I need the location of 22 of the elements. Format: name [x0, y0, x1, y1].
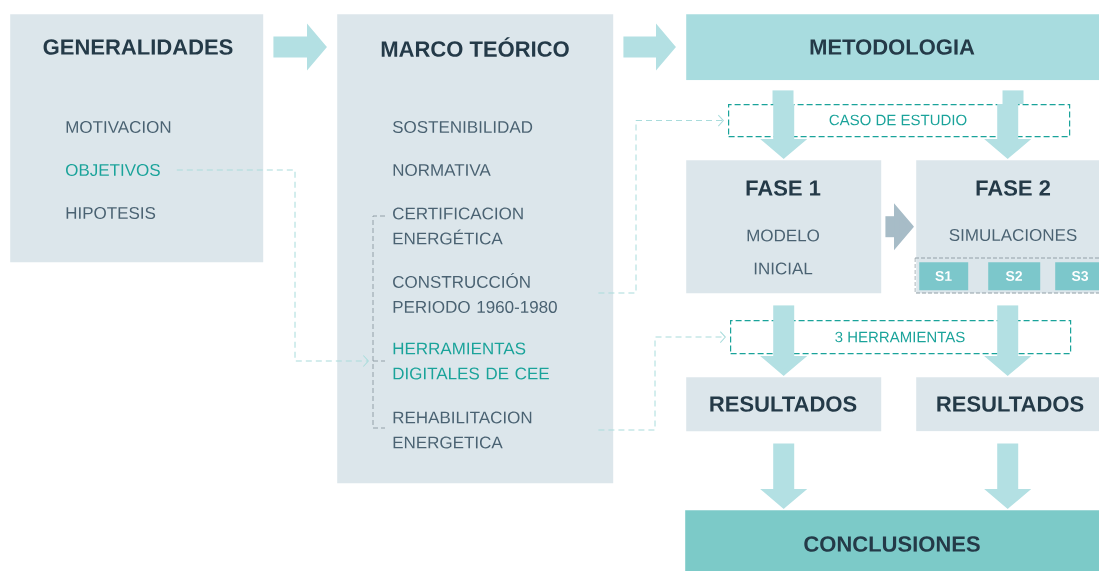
list-item: NORMATIVA — [393, 164, 491, 177]
dashed-box: CASO DE ESTUDIO — [728, 104, 1071, 138]
list-item: CONSTRUCCIÓN PERIODO 1960-1980 — [393, 273, 557, 313]
list-item: OBJETIVOS — [66, 164, 160, 177]
list-item: MOTIVACION — [66, 121, 171, 134]
list-item: HERRAMIENTAS DIGITALES DE CEE — [393, 342, 549, 380]
header-box: METODOLOGIA — [686, 14, 1099, 81]
result-box: RESULTADOS — [916, 377, 1099, 432]
conclusion-box: CONCLUSIONES — [685, 510, 1099, 571]
arrow — [597, 114, 724, 294]
list-item: REHABILITACION ENERGETICA — [393, 411, 532, 449]
list-item: SOSTENIBILIDAD — [393, 121, 533, 134]
list-item: CERTIFICACION ENERGÉTICA — [393, 207, 523, 245]
list-item: HIPOTESIS — [66, 207, 156, 220]
phase-box: FASE 1 MODELO INICIAL — [686, 160, 882, 294]
arrow — [597, 331, 726, 431]
dashed-box: 3 HERRAMIENTAS — [730, 320, 1072, 355]
scenario-box: S2 — [988, 262, 1041, 291]
result-box: RESULTADOS — [686, 377, 882, 432]
arrow — [176, 169, 369, 367]
scenario-box: S3 — [1055, 262, 1099, 291]
scenario-box: S1 — [919, 262, 969, 291]
